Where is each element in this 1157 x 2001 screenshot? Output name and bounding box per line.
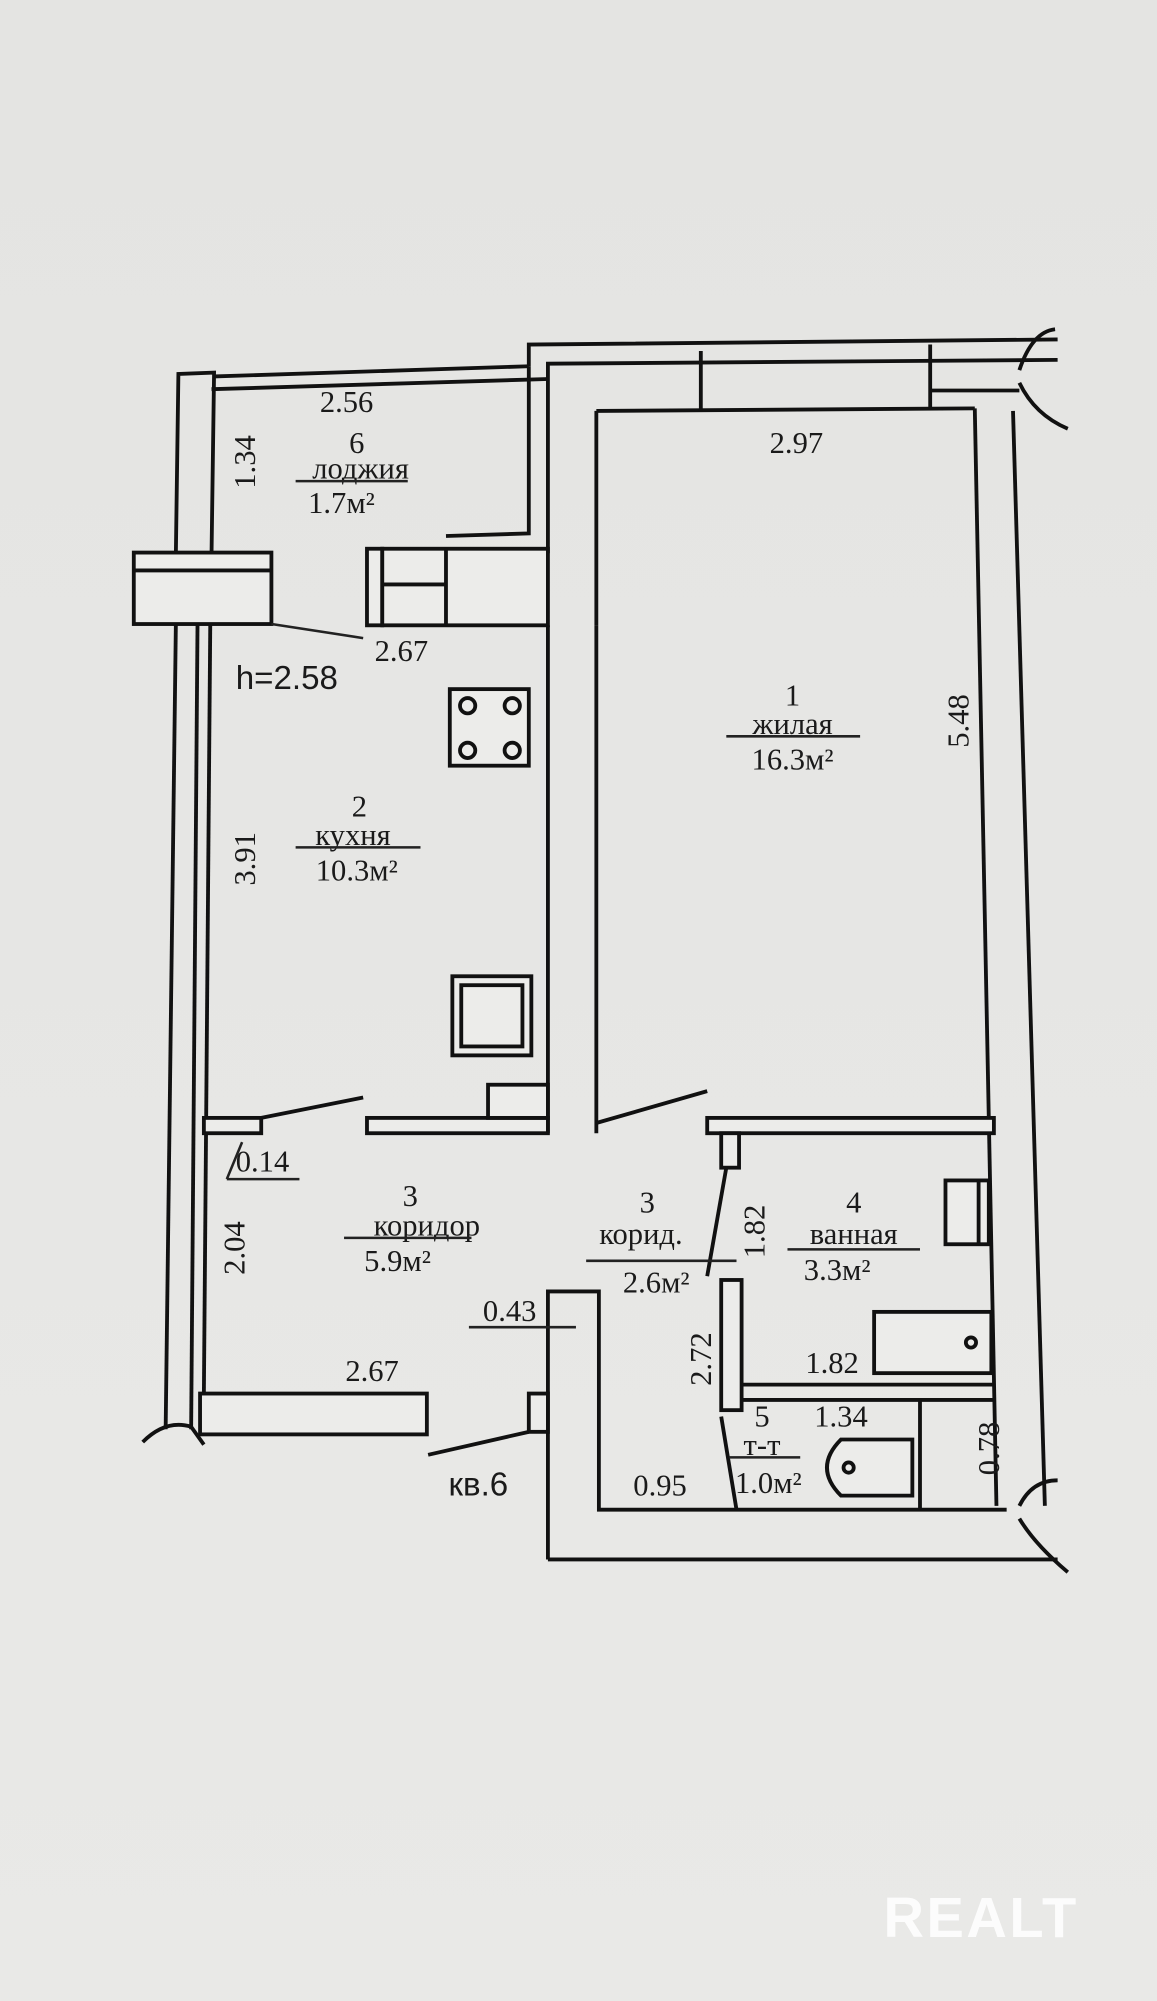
dim-wc-side: 0.78 [972,1422,1006,1476]
stove-icon [447,687,531,768]
room-2-area: 10.3м² [316,854,398,888]
walls [131,327,1070,1574]
room-3-number: 3 [403,1179,418,1213]
dim-loggia-width: 2.56 [320,385,374,419]
toilet-icon [825,1437,915,1498]
room-4-name: ванная [810,1217,898,1251]
room-1-number: 1 [785,679,800,713]
apartment-label: кв.6 [449,1467,509,1504]
dim-entry-043: 0.43 [483,1294,537,1328]
washbasin-icon [943,1178,991,1247]
room-labels: 2.56 6 лоджия 1.7м² 1.34 2.67 h=2.58 2.9… [218,385,1006,1503]
dim-bath-height: 1.82 [738,1205,772,1259]
room-2-number: 2 [352,790,367,824]
room-5-number: 5 [754,1400,769,1434]
dim-living-length: 5.48 [941,694,975,748]
room-4-number: 4 [846,1185,861,1219]
dim-corridor-length: 2.04 [218,1221,252,1275]
bathtub-icon [872,1309,994,1376]
room-3b-area: 2.6м² [623,1266,690,1300]
dim-loggia-depth: 1.34 [228,435,262,489]
realt-watermark: RΕALT [883,1886,1078,1949]
dim-kitchen-width: 2.67 [375,634,429,668]
room-3b-number: 3 [640,1185,655,1219]
room-3b-name: корид. [599,1217,682,1251]
room-1-area: 16.3м² [752,742,834,776]
dim-wall-014: 0.14 [236,1144,290,1178]
dim-kitchen-length: 3.91 [228,832,262,886]
fixtures [447,687,994,1498]
dim-bath-width: 1.82 [805,1346,859,1380]
dim-wc-depth: 0.95 [633,1469,687,1503]
room-6-area: 1.7м² [308,486,375,520]
dim-living-width: 2.97 [770,426,824,460]
room-4-area: 3.3м² [804,1253,871,1287]
ceiling-height: h=2.58 [236,660,338,697]
dim-corridor2-length: 2.72 [684,1332,718,1386]
room-5-area: 1.0м² [735,1466,802,1500]
sink-icon [450,974,534,1058]
dim-wc-width: 1.34 [814,1400,868,1434]
room-6-number: 6 [349,426,364,460]
room-3-area: 5.9м² [364,1244,431,1278]
dim-corridor-width: 2.67 [345,1354,399,1388]
